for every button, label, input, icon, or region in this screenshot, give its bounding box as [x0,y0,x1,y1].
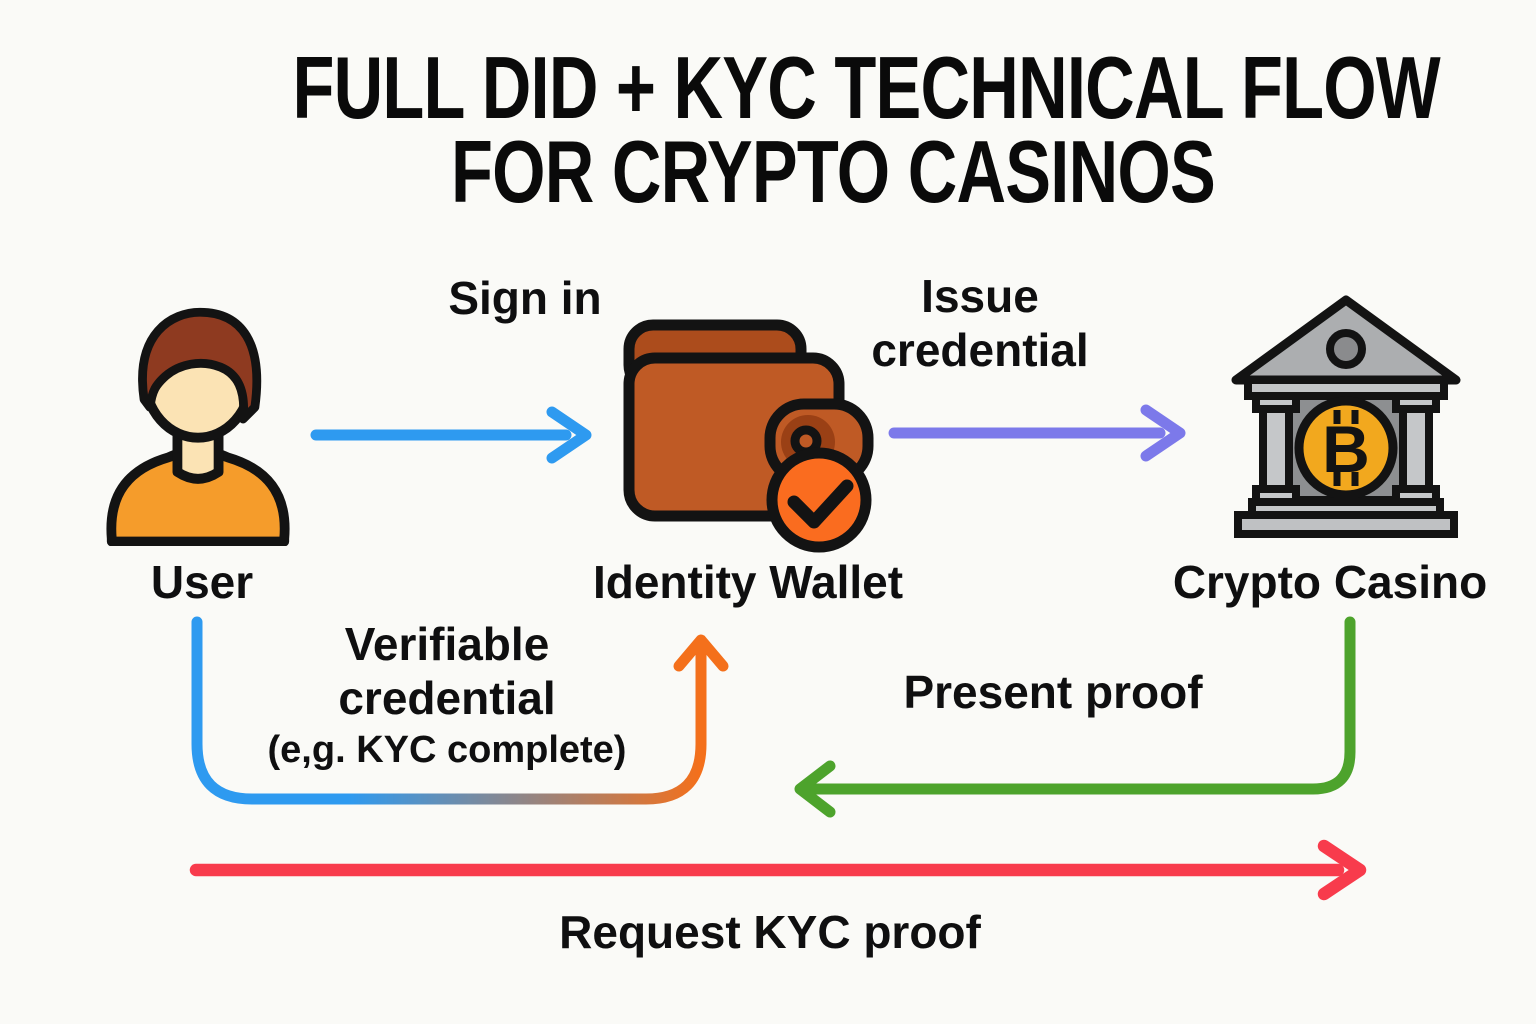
identity-wallet-label: Identity Wallet [592,556,904,608]
sign-in-label: Sign in [448,272,602,324]
bank-bitcoin-icon: B [1231,295,1461,538]
crypto-casino-label: Crypto Casino [1172,556,1488,608]
verifiable-credential-sublabel: (e,g. KYC complete) [267,729,627,771]
user-label: User [150,556,254,608]
bank-column-left [1252,392,1300,506]
request-kyc-proof-arrow [189,839,1367,901]
request-kyc-proof-label: Request KYC proof [559,906,981,958]
issue-credential-label: Issue credential [871,270,1089,376]
wallet-check-icon [623,319,874,553]
bitcoin-symbol: B [1322,412,1370,486]
page-title-line2: FOR CRYPTO CASINOS [451,121,1216,221]
present-proof-label: Present proof [903,666,1203,718]
page-title-line1: FULL DID + KYC TECHNICAL FLOW [292,38,1440,137]
sign-in-arrow [310,406,592,464]
person-icon [106,307,290,546]
verifiable-credential-label: Verifiable credential [338,618,556,724]
page-title: FULL DID + KYC TECHNICAL FLOW FOR CRYPTO… [292,38,1440,221]
bitcoin-coin-icon [1294,396,1398,500]
bank-column-right [1392,392,1440,506]
check-icon [787,479,854,529]
issue-credential-arrow [888,404,1186,462]
